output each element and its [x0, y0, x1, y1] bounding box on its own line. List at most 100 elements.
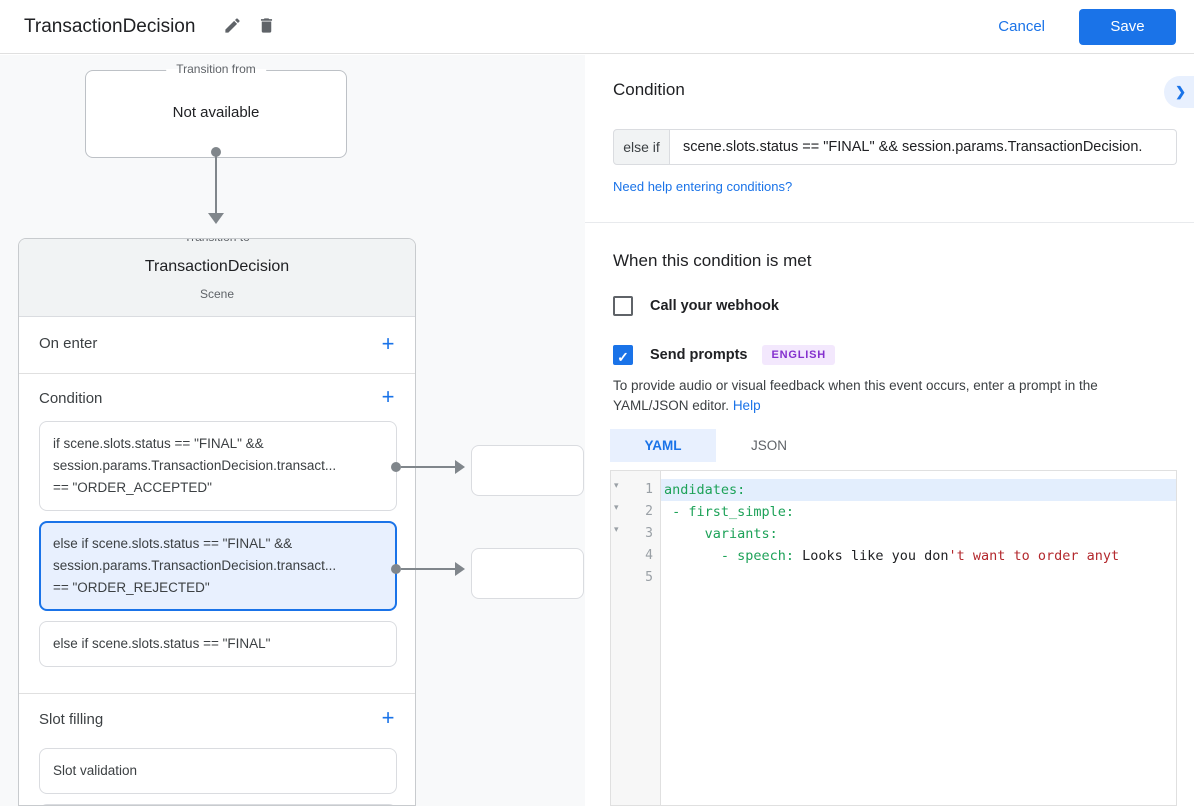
- code-token: Looks like you don: [794, 548, 949, 564]
- scene-card: Transition to TransactionDecision Scene …: [18, 238, 416, 806]
- connector-dot: [211, 147, 221, 157]
- slot-filling-card[interactable]: Slot validation: [39, 748, 397, 794]
- editor-code-area[interactable]: andidates: - first_simple: variants: - s…: [661, 471, 1176, 805]
- editor-tabs: YAML JSON: [610, 429, 822, 462]
- line-number: 4: [645, 548, 653, 563]
- section-divider: [19, 693, 415, 694]
- tab-yaml[interactable]: YAML: [610, 429, 716, 462]
- condition-help-link[interactable]: Need help entering conditions?: [613, 179, 793, 194]
- fold-arrow-icon[interactable]: ▾: [614, 524, 619, 534]
- tab-json[interactable]: JSON: [750, 438, 787, 453]
- code-token: variants:: [664, 526, 778, 542]
- code-token: - speech:: [664, 548, 795, 564]
- page-title: TransactionDecision: [24, 15, 196, 37]
- gutter-row: ▾2: [611, 501, 660, 523]
- card-text-line: == "ORDER_ACCEPTED": [53, 480, 212, 495]
- connector-dot: [391, 564, 401, 574]
- prompt-description: To provide audio or visual feedback when…: [613, 378, 1098, 413]
- fold-arrow-icon[interactable]: ▾: [614, 480, 619, 490]
- plus-icon: +: [381, 705, 395, 730]
- condition-input-row: else if: [613, 129, 1177, 165]
- add-slot-button[interactable]: +: [375, 707, 401, 729]
- connector-line: [401, 568, 455, 570]
- on-enter-section: On enter +: [19, 317, 415, 374]
- gutter-row: ▾1: [611, 479, 660, 501]
- code-line[interactable]: - first_simple:: [661, 501, 1176, 523]
- condition-card[interactable]: else if scene.slots.status == "FINAL": [39, 621, 397, 667]
- line-number: 3: [645, 526, 653, 541]
- gutter-row: 4: [611, 545, 660, 567]
- delete-scene-button[interactable]: [249, 10, 283, 44]
- transition-from-box[interactable]: Transition from Not available: [85, 62, 347, 158]
- code-line[interactable]: [661, 567, 1176, 589]
- call-webhook-label: Call your webhook: [650, 298, 779, 314]
- card-text-line: Slot validation: [53, 763, 138, 778]
- scene-card-header[interactable]: Transition to TransactionDecision Scene: [19, 239, 415, 317]
- fold-arrow-icon[interactable]: ▾: [614, 502, 619, 512]
- top-bar: TransactionDecision Cancel Save: [0, 0, 1194, 54]
- plus-icon: +: [381, 384, 395, 409]
- connector-line: [401, 466, 455, 468]
- when-met-title: When this condition is met: [613, 251, 812, 270]
- line-number: 2: [645, 504, 653, 519]
- arrow-down-icon: [208, 213, 224, 224]
- check-icon: ✓: [617, 349, 629, 365]
- arrow-right-icon: [455, 460, 465, 474]
- connector-line: [215, 155, 217, 213]
- trash-icon: [257, 16, 276, 38]
- condition-detail-panel: Condition ❯ else if Need help entering c…: [585, 55, 1194, 806]
- send-prompts-label: Send prompts: [650, 347, 748, 363]
- gutter-row: ▾3: [611, 523, 660, 545]
- arrow-right-icon: [455, 562, 465, 576]
- call-webhook-checkbox[interactable]: [613, 296, 633, 316]
- code-line[interactable]: andidates:: [661, 479, 1176, 501]
- transition-from-legend: Transition from: [166, 62, 266, 76]
- add-condition-button[interactable]: +: [375, 386, 401, 408]
- slot-filling-section-label: Slot filling: [39, 711, 104, 728]
- transition-from-text: Not available: [172, 104, 260, 121]
- card-text-line: else if scene.slots.status == "FINAL": [53, 636, 271, 651]
- add-on-enter-button[interactable]: +: [375, 333, 401, 355]
- pencil-icon: [223, 16, 242, 38]
- card-text-line: == "ORDER_REJECTED": [53, 580, 210, 595]
- edit-scene-button[interactable]: [215, 10, 249, 44]
- scene-name: TransactionDecision: [144, 258, 290, 275]
- scene-type-label: Scene: [199, 287, 235, 301]
- transition-target-box[interactable]: [471, 445, 584, 496]
- cancel-button[interactable]: Cancel: [998, 18, 1045, 35]
- on-enter-label: On enter: [39, 335, 98, 352]
- plus-icon: +: [381, 331, 395, 356]
- code-token: - first_simple:: [664, 504, 795, 520]
- chevron-right-icon: ❯: [1175, 84, 1186, 99]
- send-prompts-checkbox[interactable]: ✓: [613, 345, 633, 365]
- code-token: andidates:: [664, 482, 746, 498]
- card-text-line: session.params.TransactionDecision.trans…: [53, 558, 337, 573]
- gutter-row: 5: [611, 567, 660, 589]
- transition-target-box[interactable]: [471, 548, 584, 599]
- language-badge: ENGLISH: [762, 345, 835, 365]
- condition-card-list: if scene.slots.status == "FINAL" && sessi…: [39, 421, 397, 667]
- condition-card[interactable]: else if scene.slots.status == "FINAL" &&…: [39, 521, 397, 611]
- help-link[interactable]: Help: [732, 397, 761, 413]
- collapse-panel-button[interactable]: ❯: [1164, 76, 1194, 108]
- card-text-line: if scene.slots.status == "FINAL" &&: [53, 436, 264, 451]
- condition-section-label: Condition: [39, 390, 103, 407]
- panel-title: Condition: [613, 80, 685, 99]
- transition-to-legend: Transition to: [174, 239, 260, 244]
- code-line[interactable]: variants:: [661, 523, 1176, 545]
- condition-expression-input[interactable]: [670, 129, 1177, 165]
- call-webhook-row: Call your webhook: [613, 296, 779, 316]
- panel-divider: [585, 222, 1194, 223]
- connector-dot: [391, 462, 401, 472]
- card-text-line: else if scene.slots.status == "FINAL" &&: [53, 536, 293, 551]
- card-text-line: session.params.TransactionDecision.trans…: [53, 458, 337, 473]
- line-number: 1: [645, 482, 653, 497]
- condition-card[interactable]: if scene.slots.status == "FINAL" && sessi…: [39, 421, 397, 511]
- code-token: 't want to order anyt: [948, 548, 1120, 564]
- condition-prefix-label: else if: [613, 129, 670, 165]
- code-line[interactable]: - speech: Looks like you don't want to o…: [661, 545, 1176, 567]
- save-button[interactable]: Save: [1079, 8, 1176, 45]
- line-number: 5: [645, 570, 653, 585]
